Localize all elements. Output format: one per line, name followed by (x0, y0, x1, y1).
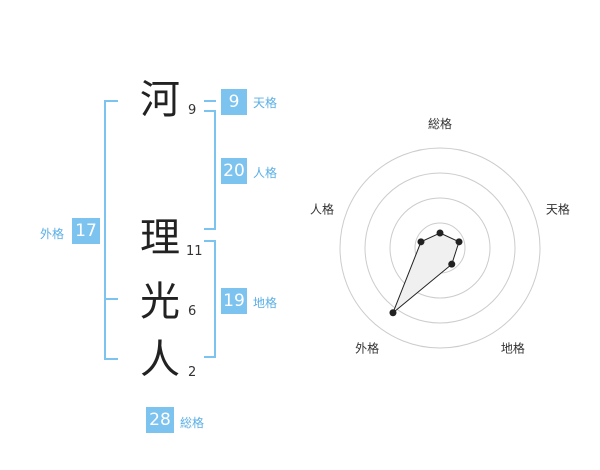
radar-point (455, 238, 463, 246)
tenkaku-value-box: 9 (221, 89, 247, 115)
radar-axis-label: 人格 (310, 202, 334, 217)
radar-point (417, 238, 425, 246)
gaikaku-bracket-top (104, 100, 118, 102)
stroke-count-1: 9 (188, 103, 197, 118)
name-char-2: 理 (140, 215, 180, 261)
radar-point (436, 229, 444, 237)
jinkaku-bracket-top (204, 110, 216, 112)
jinkaku-bracket-bottom (204, 228, 216, 230)
gaikaku-label: 外格 (40, 227, 65, 241)
chikaku-bracket-top (204, 240, 216, 242)
jinkaku-bracket-vertical (214, 110, 216, 230)
jinkaku-label: 人格 (253, 166, 278, 180)
chikaku-bracket-vertical (214, 240, 216, 358)
tenkaku-bracket-vertical (214, 100, 216, 102)
stroke-count-2: 11 (186, 244, 203, 259)
radar-ring-4 (339, 147, 541, 349)
radar-axis-label: 総格 (428, 116, 452, 131)
chikaku-value-box: 19 (221, 288, 247, 314)
chikaku-bracket-bottom (204, 356, 216, 358)
name-char-3: 光 (140, 279, 180, 325)
name-char-1: 河 (140, 77, 180, 123)
tenkaku-label: 天格 (253, 96, 278, 110)
tenkaku-bracket-top (204, 100, 216, 102)
soukaku-label: 総格 (180, 416, 205, 430)
radar-axis-label: 地格 (501, 340, 525, 355)
radar-axis-label: 天格 (546, 202, 570, 217)
radar-center-dot (437, 245, 443, 251)
stroke-count-3: 6 (188, 304, 197, 319)
radar-ring-3 (364, 172, 516, 324)
radar-polygon (392, 232, 460, 314)
radar-axis-label: 外格 (355, 340, 379, 355)
radar-ring-1 (414, 222, 466, 274)
radar-point (448, 260, 456, 268)
gaikaku-bracket-vertical (104, 100, 106, 360)
radar-point (389, 309, 397, 317)
gaikaku-bracket-middle (104, 298, 118, 300)
jinkaku-value-box: 20 (221, 158, 247, 184)
gaikaku-value-box: 17 (72, 218, 100, 244)
soukaku-value-box: 28 (146, 407, 174, 433)
radar-ring-2 (389, 197, 491, 299)
name-char-4: 人 (140, 337, 180, 383)
chikaku-label: 地格 (253, 296, 278, 310)
gaikaku-bracket-bottom (104, 358, 118, 360)
stroke-count-4: 2 (188, 365, 197, 380)
